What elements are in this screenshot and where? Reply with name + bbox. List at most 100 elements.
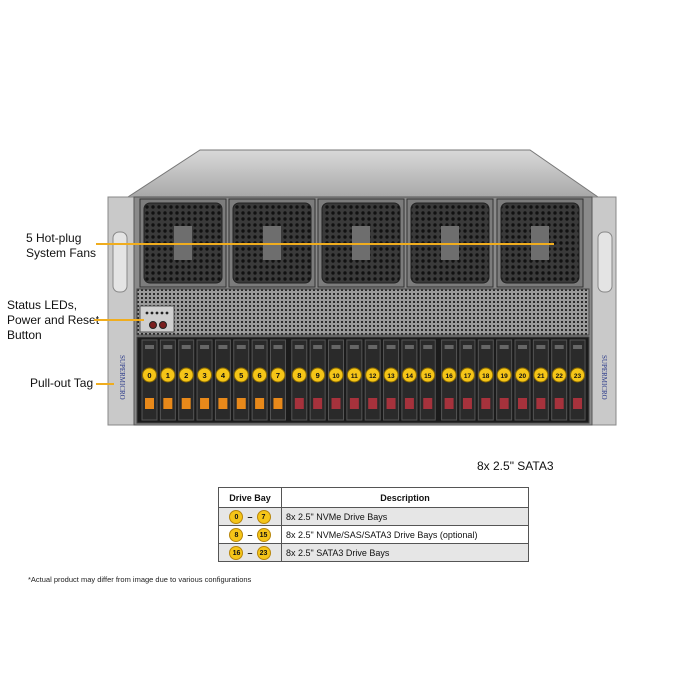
bay-description: 8x 2.5" SATA3 Drive Bays — [281, 543, 529, 562]
drive-bay[interactable]: 15 — [419, 339, 436, 421]
bay-number: 13 — [387, 373, 395, 380]
bay-number-badge — [515, 367, 530, 383]
drive-bay[interactable]: 17 — [459, 339, 476, 421]
reset-button — [159, 321, 167, 329]
brand-left: SUPERMICRO — [118, 355, 126, 400]
bay-number-badge — [215, 367, 231, 383]
bay-number: 15 — [424, 373, 432, 380]
bay-description: 8x 2.5" NVMe Drive Bays — [281, 507, 529, 526]
bay-badge: 7 — [256, 509, 271, 524]
drive-bay-header: Drive Bay — [218, 487, 282, 508]
bay-number: 3 — [202, 371, 206, 380]
bay-number-badge — [459, 367, 475, 383]
drive-bay[interactable]: 4 — [214, 339, 231, 421]
bay-badge: 15 — [256, 527, 271, 542]
bay-number: 8 — [297, 371, 301, 380]
bay-number: 9 — [316, 371, 320, 380]
bay-number-badge — [441, 367, 457, 383]
drive-bay[interactable]: 6 — [251, 339, 268, 421]
bay-number-badge — [252, 367, 268, 383]
bay-number-badge — [178, 367, 194, 383]
bay-number-badge — [346, 367, 362, 383]
bay-number-badge — [551, 367, 567, 383]
brand-right: SUPERMICRO — [600, 355, 608, 400]
bay-range: 8–15 — [218, 525, 282, 544]
drive-bay[interactable]: 19 — [496, 339, 513, 421]
bay-range: 16–23 — [218, 543, 282, 562]
drive-bay[interactable]: 13 — [383, 339, 400, 421]
bay-number: 4 — [221, 371, 226, 380]
power-button — [149, 321, 157, 329]
bay-number-badge — [328, 367, 344, 383]
bay-number: 19 — [501, 373, 509, 380]
drive-bay[interactable]: 11 — [346, 339, 363, 421]
table-row: 8–15 8x 2.5" NVMe/SAS/SATA3 Drive Bays (… — [218, 525, 529, 544]
drive-bay[interactable]: 9 — [309, 339, 326, 421]
bay-number: 10 — [332, 373, 340, 380]
bay-number-badge — [160, 367, 176, 383]
bay-number-badge — [310, 367, 326, 383]
table-row: 16–23 8x 2.5" SATA3 Drive Bays — [218, 543, 529, 562]
bay-number: 12 — [369, 373, 377, 380]
bay-number-badge — [420, 367, 436, 383]
table-row: 0–7 8x 2.5" NVMe Drive Bays — [218, 507, 529, 526]
bay-number: 22 — [556, 373, 564, 380]
bay-description: 8x 2.5" NVMe/SAS/SATA3 Drive Bays (optio… — [281, 525, 529, 544]
bay-number-badge — [496, 367, 512, 383]
bay-number-badge — [233, 367, 249, 383]
drive-bay[interactable]: 16 — [441, 339, 458, 421]
drive-bay[interactable]: 0 — [141, 339, 158, 421]
bay-number: 18 — [482, 373, 490, 380]
chassis-lid — [126, 149, 600, 198]
bay-number-badge — [570, 367, 586, 383]
drive-bay[interactable]: 18 — [477, 339, 494, 421]
drive-bay[interactable]: 14 — [401, 339, 418, 421]
status-leader-line — [94, 319, 144, 321]
drive-bay[interactable]: 20 — [514, 339, 531, 421]
bay-number: 17 — [464, 373, 472, 380]
bay-number: 6 — [258, 371, 262, 380]
drive-bay[interactable]: 21 — [532, 339, 549, 421]
bay-number: 7 — [276, 371, 280, 380]
status-leds — [145, 311, 169, 315]
fans-leader-line — [96, 243, 554, 245]
status-panel — [139, 305, 175, 333]
drive-bay[interactable]: 1 — [159, 339, 176, 421]
bay-number: 21 — [537, 373, 545, 380]
bay-number: 11 — [351, 373, 358, 380]
bay-number-badge — [365, 367, 381, 383]
bay-number-badge — [197, 367, 213, 383]
drive-bay[interactable]: 2 — [178, 339, 195, 421]
bay-number-badge — [270, 367, 286, 383]
bay-number-badge — [478, 367, 494, 383]
drive-bay[interactable]: 10 — [328, 339, 344, 421]
bay-number-badge — [291, 367, 307, 383]
bay-number: 14 — [406, 373, 414, 380]
drive-bay[interactable]: 12 — [364, 339, 381, 421]
bay-badge: 23 — [256, 545, 271, 560]
bay-number-badge — [142, 367, 157, 383]
footnote: *Actual product may differ from image du… — [28, 575, 252, 584]
bay-number: 16 — [445, 373, 453, 380]
bay-number-badge — [383, 367, 399, 383]
bay-number-badge — [533, 367, 549, 383]
bay-badge: 0 — [229, 509, 244, 524]
bay-number: 0 — [147, 371, 151, 380]
bay-number: 20 — [519, 373, 527, 380]
bay-number-badge — [401, 367, 417, 383]
bay-number: 23 — [574, 373, 582, 380]
description-header: Description — [281, 487, 529, 508]
drive-bay[interactable]: 5 — [233, 339, 250, 421]
bay-number: 1 — [166, 371, 170, 380]
drive-bay[interactable]: 8 — [291, 339, 308, 421]
drive-bay[interactable]: 7 — [269, 339, 286, 421]
bay-number: 5 — [239, 371, 243, 380]
fans-callout: 5 Hot-plug System Fans — [26, 231, 97, 260]
drive-bay[interactable]: 23 — [569, 339, 586, 421]
drive-bay[interactable]: 22 — [551, 339, 568, 421]
tag-leader-line — [96, 383, 114, 385]
bay-badge: 16 — [229, 545, 244, 560]
drive-bay[interactable]: 3 — [196, 339, 213, 421]
